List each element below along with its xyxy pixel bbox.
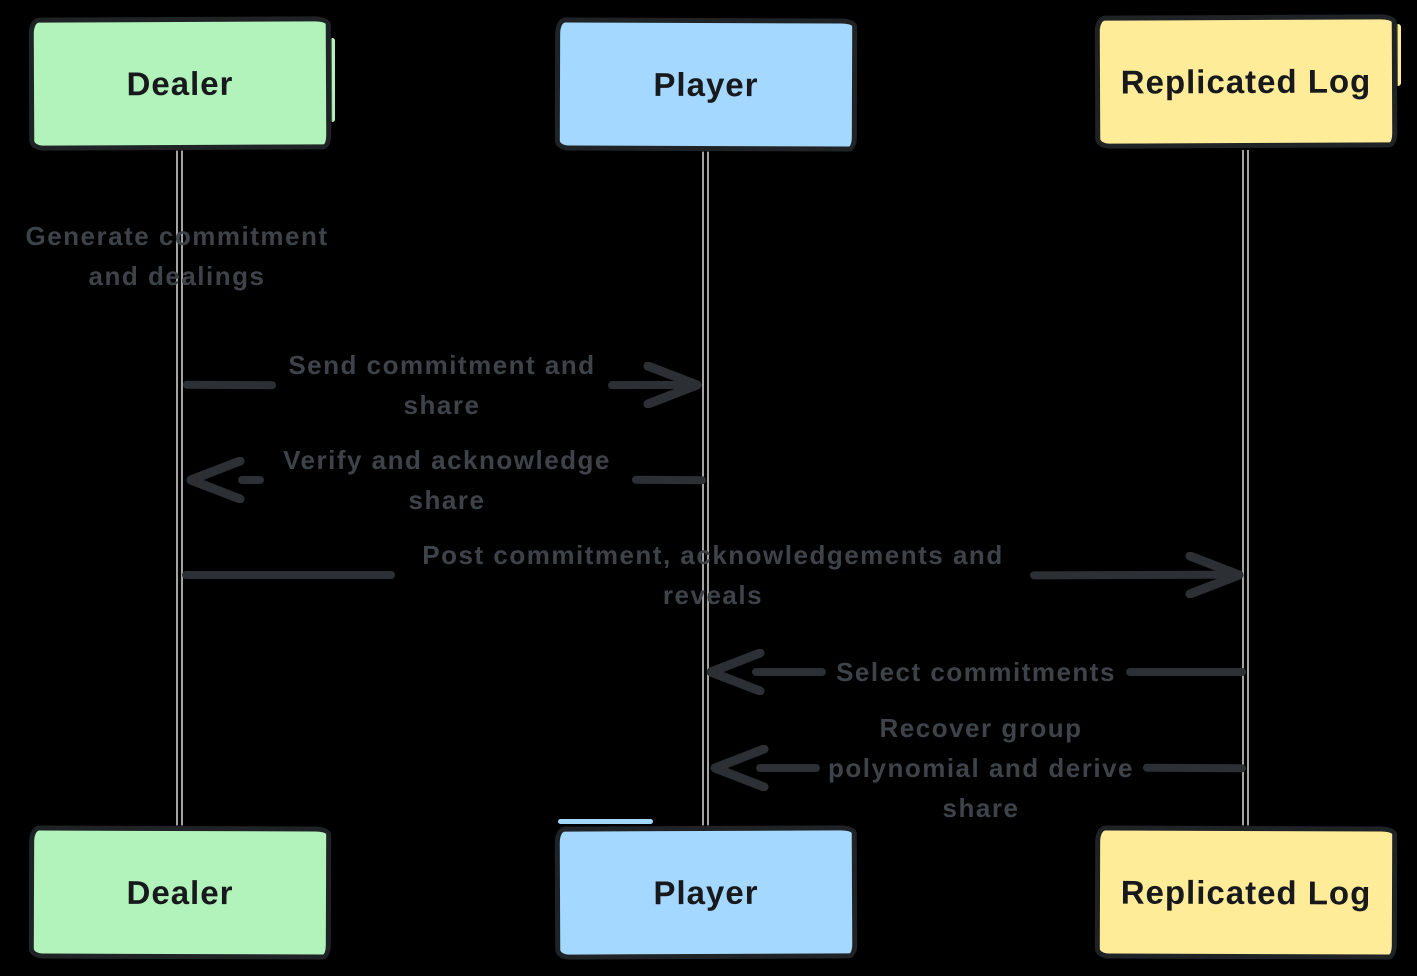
message-label: Post commitment, acknowledgements and re… [422, 540, 1004, 610]
lifeline-dealer [176, 150, 183, 828]
arrow-shaft [182, 380, 277, 390]
arrow-shaft [752, 668, 826, 676]
actor-box-dealer-bottom: Dealer [28, 825, 332, 960]
arrowhead-left-icon [186, 457, 248, 503]
actor-box-replicated-log-bottom: Replicated Log [1094, 825, 1398, 960]
actor-label-player-bottom: Player [653, 873, 759, 911]
actor-label-dealer-top: Dealer [126, 64, 234, 102]
actor-label-replicated-log-bottom: Replicated Log [1120, 873, 1372, 911]
actor-label-dealer-bottom: Dealer [126, 873, 234, 911]
actor-box-replicated-log-top: Replicated Log [1094, 14, 1398, 149]
note-generate-commitment: Generate commitment and dealings [25, 221, 329, 291]
actor-label-replicated-log-top: Replicated Log [1120, 61, 1372, 101]
actor-box-player-bottom: Player [554, 825, 858, 960]
arrow-shaft [238, 476, 264, 484]
sketch-artifact [558, 819, 653, 824]
arrow-shaft [756, 764, 820, 772]
message-label: Send commitment and share [288, 350, 596, 420]
actor-box-dealer-top: Dealer [28, 16, 332, 151]
message-label: Select commitments [836, 657, 1116, 687]
arrow-shaft [631, 475, 707, 485]
arrow-shaft [1126, 668, 1246, 676]
sketch-artifact [330, 38, 335, 122]
arrowhead-left-icon [710, 745, 772, 791]
arrow-shaft [1142, 763, 1247, 773]
message-label: Recover group polynomial and derive shar… [827, 713, 1135, 823]
arrow-shaft [182, 571, 395, 579]
arrowhead-left-icon [706, 649, 768, 695]
lifeline-replicated-log [1242, 150, 1249, 828]
sketch-artifact [1395, 24, 1401, 86]
arrowhead-right-icon [1182, 552, 1244, 598]
arrowhead-right-icon [640, 362, 702, 408]
lifeline-player [702, 150, 709, 828]
actor-box-player-top: Player [554, 17, 858, 152]
message-label: Verify and acknowledge share [283, 445, 611, 515]
actor-label-player-top: Player [653, 65, 759, 103]
